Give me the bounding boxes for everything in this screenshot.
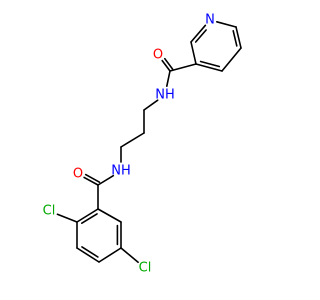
bond-C_py3-C_py4-inner [199,60,221,68]
bond-C_am2-O_am2 [83,176,99,186]
bond-C_bz3-C_bz4 [76,247,100,263]
bond-C_bz6-C_bz1 [97,208,122,223]
bond-C_py2-C_py3 [190,41,197,65]
atom-label-cl-2: Cl [139,261,152,276]
atom-label-o-am1: O [153,48,163,63]
atom-label-cl-1: Cl [43,204,56,219]
atom-label-n-py: N [205,13,215,28]
bond-C_am1-N_am1 [166,70,171,87]
bond-N_am1-C_ch1 [143,99,159,111]
bond-layer [56,20,242,264]
bond-N_py-C_py2-inner [194,29,207,43]
atom-label-o-am2: O [73,167,83,182]
bond-C_ch2-C_ch3 [120,132,145,148]
atom-label-n-am1: NH [155,88,175,103]
atom-label-n-am2: NH [111,164,131,179]
bond-C_am1-O_am1-second [164,57,174,70]
bond-C_bz1-C_bz2-inner [81,213,98,224]
bond-C_am1-O_am1 [161,59,171,72]
bond-C_py4-C_py5 [221,47,242,72]
bond-C_py3-C_am1 [169,63,197,72]
bond-C_bz4-C_bz5 [98,247,122,263]
bond-C_bz3-C_bz4-inner [81,246,99,258]
bond-C_bz1-C_bz2 [76,208,99,223]
bond-C_py6-N_py [216,20,237,28]
bond-C_py5-C_py6 [235,26,242,49]
bond-N_py-C_py2 [190,24,207,43]
bond-C_am2-O_am2-second [84,173,101,183]
bond-C_bz2-Cl_1 [56,213,78,223]
bond-C_bz5-Cl_2 [120,247,139,264]
bond-C_py5-C_py6-inner [232,29,238,47]
bond-N_am2-C_am2 [97,174,115,186]
bond-C_py3-C_py4 [195,63,223,72]
